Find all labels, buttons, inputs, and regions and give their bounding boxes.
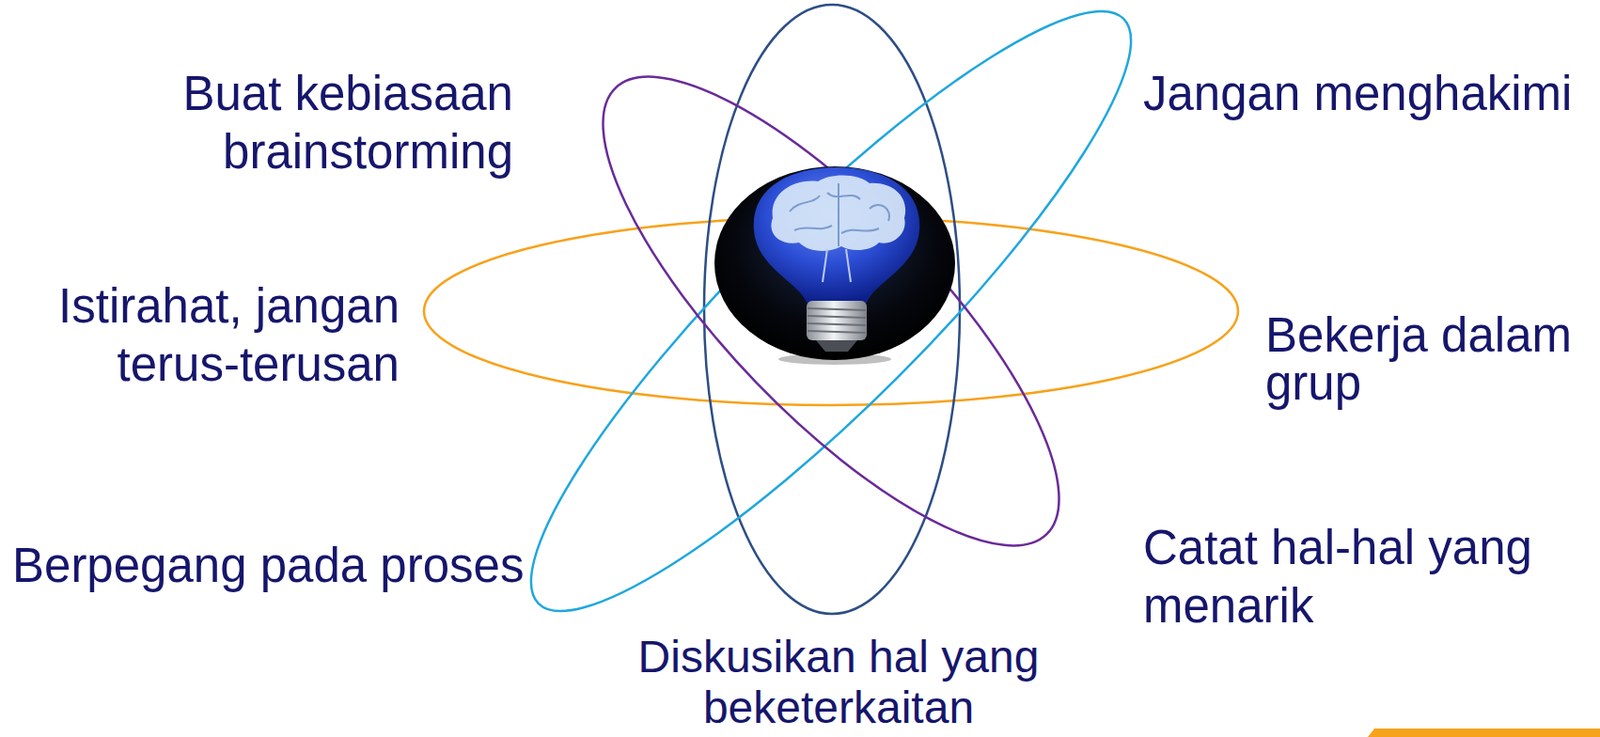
label-text-patch: Catat hal-hal yang menarik: [1143, 520, 1533, 633]
label-text-patch: Buat kebiasaan brainstorming: [182, 66, 514, 179]
point-label: Catat hal-hal yang menarik: [1143, 518, 1576, 636]
point-label: Istirahat, jangan terus-terusan: [32, 277, 400, 394]
label-text-patch: Istirahat, jangan terus-terusan: [58, 279, 400, 392]
label-text-patch: Diskusikan hal yang beketerkaitan: [638, 631, 1040, 733]
corner-bar: [1367, 728, 1600, 737]
orbit-ellipse: [471, 0, 1191, 671]
label-text-patch: Bekerja dalam grup: [1265, 308, 1572, 410]
point-label: Bekerja dalam grup: [1265, 311, 1590, 408]
point-label: Jangan menghakimi: [1143, 64, 1595, 124]
point-label: Diskusikan hal yang beketerkaitan: [594, 631, 1083, 734]
orbit-ellipse: [541, 15, 1122, 607]
label-text-patch: Berpegang pada proses: [12, 538, 524, 593]
label-text-patch: Jangan menghakimi: [1143, 66, 1572, 121]
point-label: Berpegang pada proses: [12, 536, 558, 596]
point-label: Buat kebiasaan brainstorming: [137, 64, 514, 182]
lightbulb-icon: [714, 166, 956, 365]
orbit-ellipse: [704, 4, 960, 614]
